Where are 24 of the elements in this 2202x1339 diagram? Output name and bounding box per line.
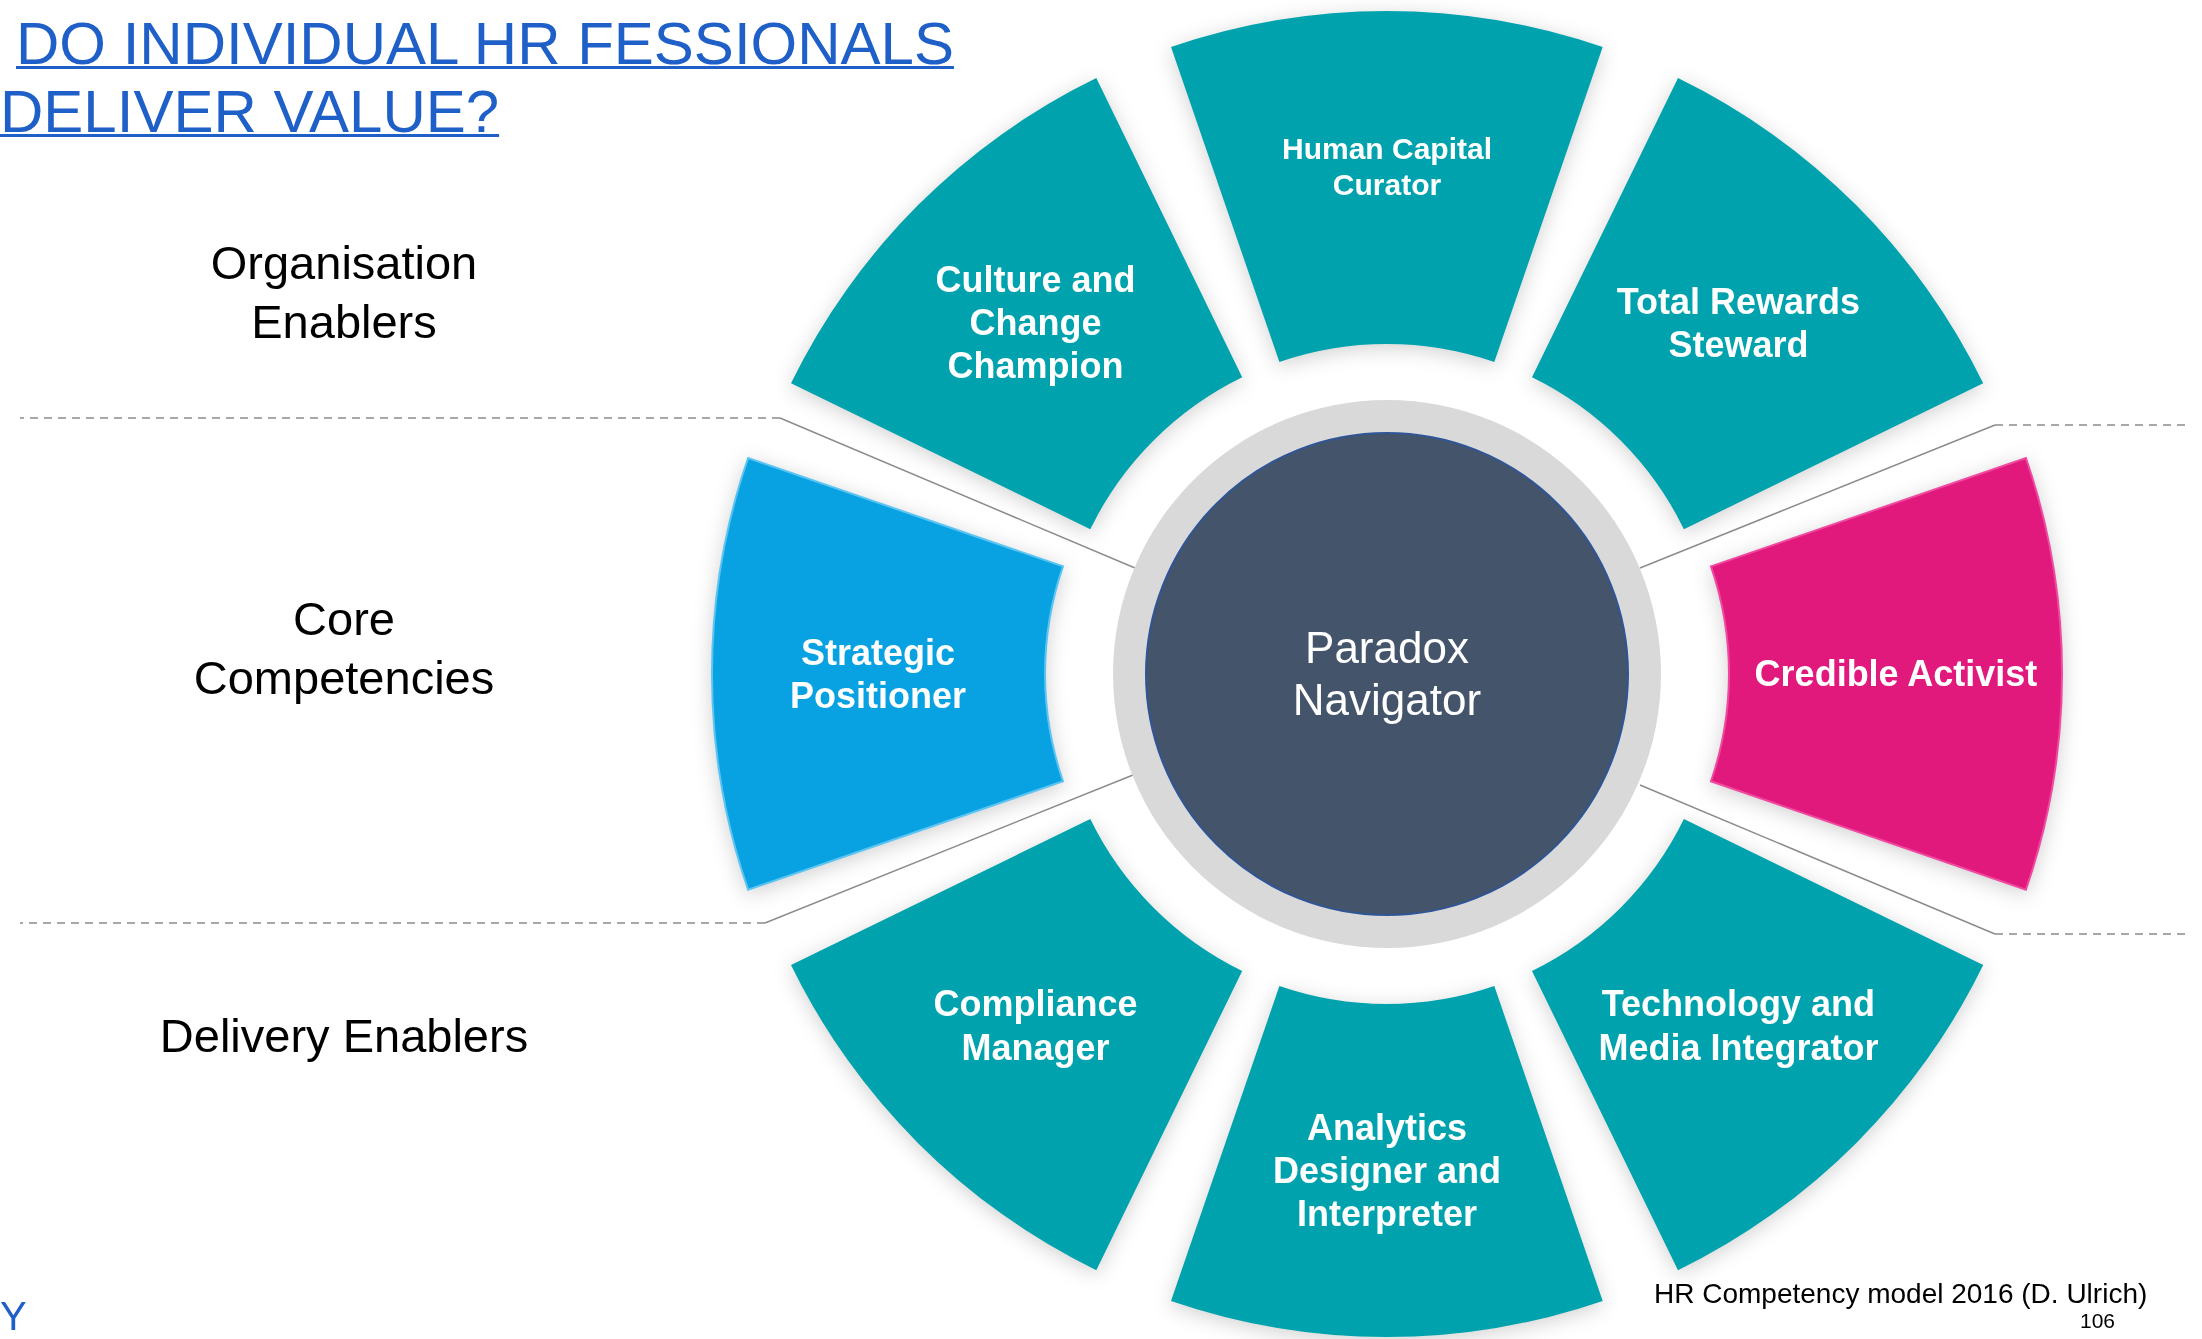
row-label: Core Competencies: [192, 591, 496, 706]
wheel-segment: [1171, 986, 1603, 1337]
wheel-segment: [791, 818, 1243, 1270]
slide-title: DO INDIVIDUAL HR FESSIONALS DELIVER VALUE?: [0, 10, 955, 146]
segment-label: Technology and Media Integrator: [1597, 982, 1880, 1069]
wheel-segment: [1531, 818, 1983, 1270]
page-number: 106: [2080, 1309, 2116, 1333]
wheel-segment: [791, 78, 1243, 530]
center-label: Paradox Navigator: [1291, 622, 1483, 726]
wheel-segment: [1171, 11, 1603, 362]
wheel-segment: [712, 458, 1063, 890]
row-label: Organisation Enablers: [209, 235, 479, 350]
segment-label: Strategic Positioner: [789, 630, 967, 718]
text-fragment: Y: [0, 1296, 27, 1336]
source-note: HR Competency model 2016 (D. Ulrich): [1654, 1278, 2148, 1310]
wheel-segment: [1711, 458, 2062, 890]
segment-label: Analytics Designer and Interpreter: [1271, 1106, 1502, 1236]
segment-label: Culture and Change Champion: [934, 257, 1137, 388]
row-label: Delivery Enablers: [158, 1008, 530, 1064]
segment-label: Credible Activist: [1753, 652, 2039, 696]
segment-label: Total Rewards Steward: [1615, 279, 1862, 366]
segment-label: Human Capital Curator: [1280, 131, 1493, 203]
wheel-segment: [1531, 78, 1983, 530]
segment-label: Compliance Manager: [932, 982, 1139, 1069]
